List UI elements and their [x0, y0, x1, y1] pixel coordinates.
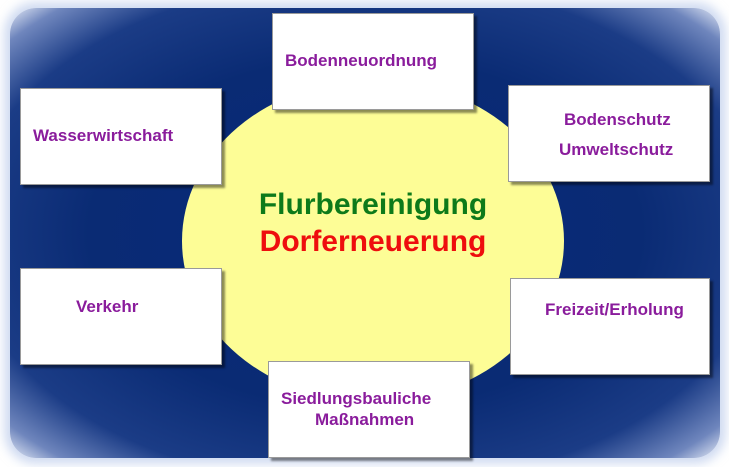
- box-bodenneuordnung: Bodenneuordnung: [272, 13, 474, 110]
- label-bodenneuordnung: Bodenneuordnung: [285, 51, 438, 70]
- label-bodenschutz: Bodenschutz: [564, 110, 671, 129]
- center-title-flurbereinigung: Flurbereinigung: [258, 188, 488, 221]
- center-title-dorferneuerung: Dorferneuerung: [259, 225, 487, 258]
- central-circle: [182, 80, 564, 402]
- box-siedlungsbauliche-massnahmen: Siedlungsbauliche Maßnahmen: [268, 361, 470, 458]
- label-verkehr: Verkehr: [76, 297, 139, 316]
- label-freizeit-erholung: Freizeit/Erholung: [545, 300, 684, 319]
- label-siedlungsbauliche: Siedlungsbauliche: [281, 389, 432, 408]
- label-massnahmen: Maßnahmen: [315, 410, 415, 429]
- label-umweltschutz: Umweltschutz: [559, 140, 674, 159]
- box-freizeit-erholung: Freizeit/Erholung: [510, 278, 710, 375]
- box-verkehr: Verkehr: [20, 268, 222, 365]
- label-wasserwirtschaft: Wasserwirtschaft: [33, 126, 174, 145]
- box-wasserwirtschaft: Wasserwirtschaft: [20, 88, 222, 185]
- box-bodenschutz-umweltschutz: Bodenschutz Umweltschutz: [508, 85, 710, 182]
